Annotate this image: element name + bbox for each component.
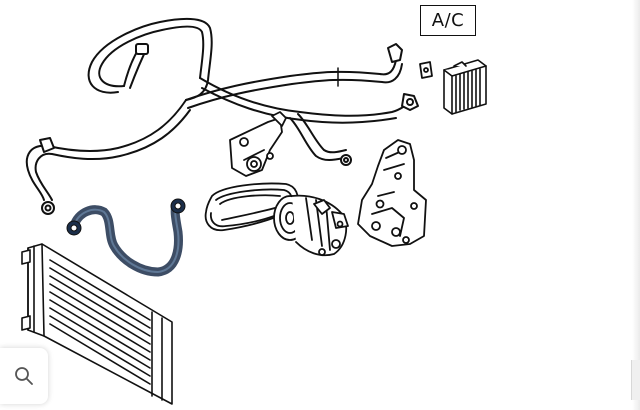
- scrollbar[interactable]: [631, 360, 640, 400]
- upper-hose-harness: [87, 17, 213, 101]
- search-button[interactable]: [0, 348, 48, 404]
- evaporator-core: [443, 59, 487, 115]
- right-hose-run: [185, 43, 419, 124]
- middle-hose: [289, 113, 352, 166]
- lower-left-hose: [25, 99, 191, 215]
- compressor-mounting-bracket: [357, 139, 427, 247]
- viewport-edge: [632, 0, 640, 410]
- search-icon: [15, 367, 33, 385]
- small-mounting-bracket: [229, 111, 287, 177]
- condenser: [21, 243, 173, 405]
- section-label: A/C: [420, 5, 476, 36]
- highlighted-hose: [66, 198, 186, 277]
- expansion-valve-connector: [419, 61, 433, 79]
- ac-compressor: [273, 194, 349, 257]
